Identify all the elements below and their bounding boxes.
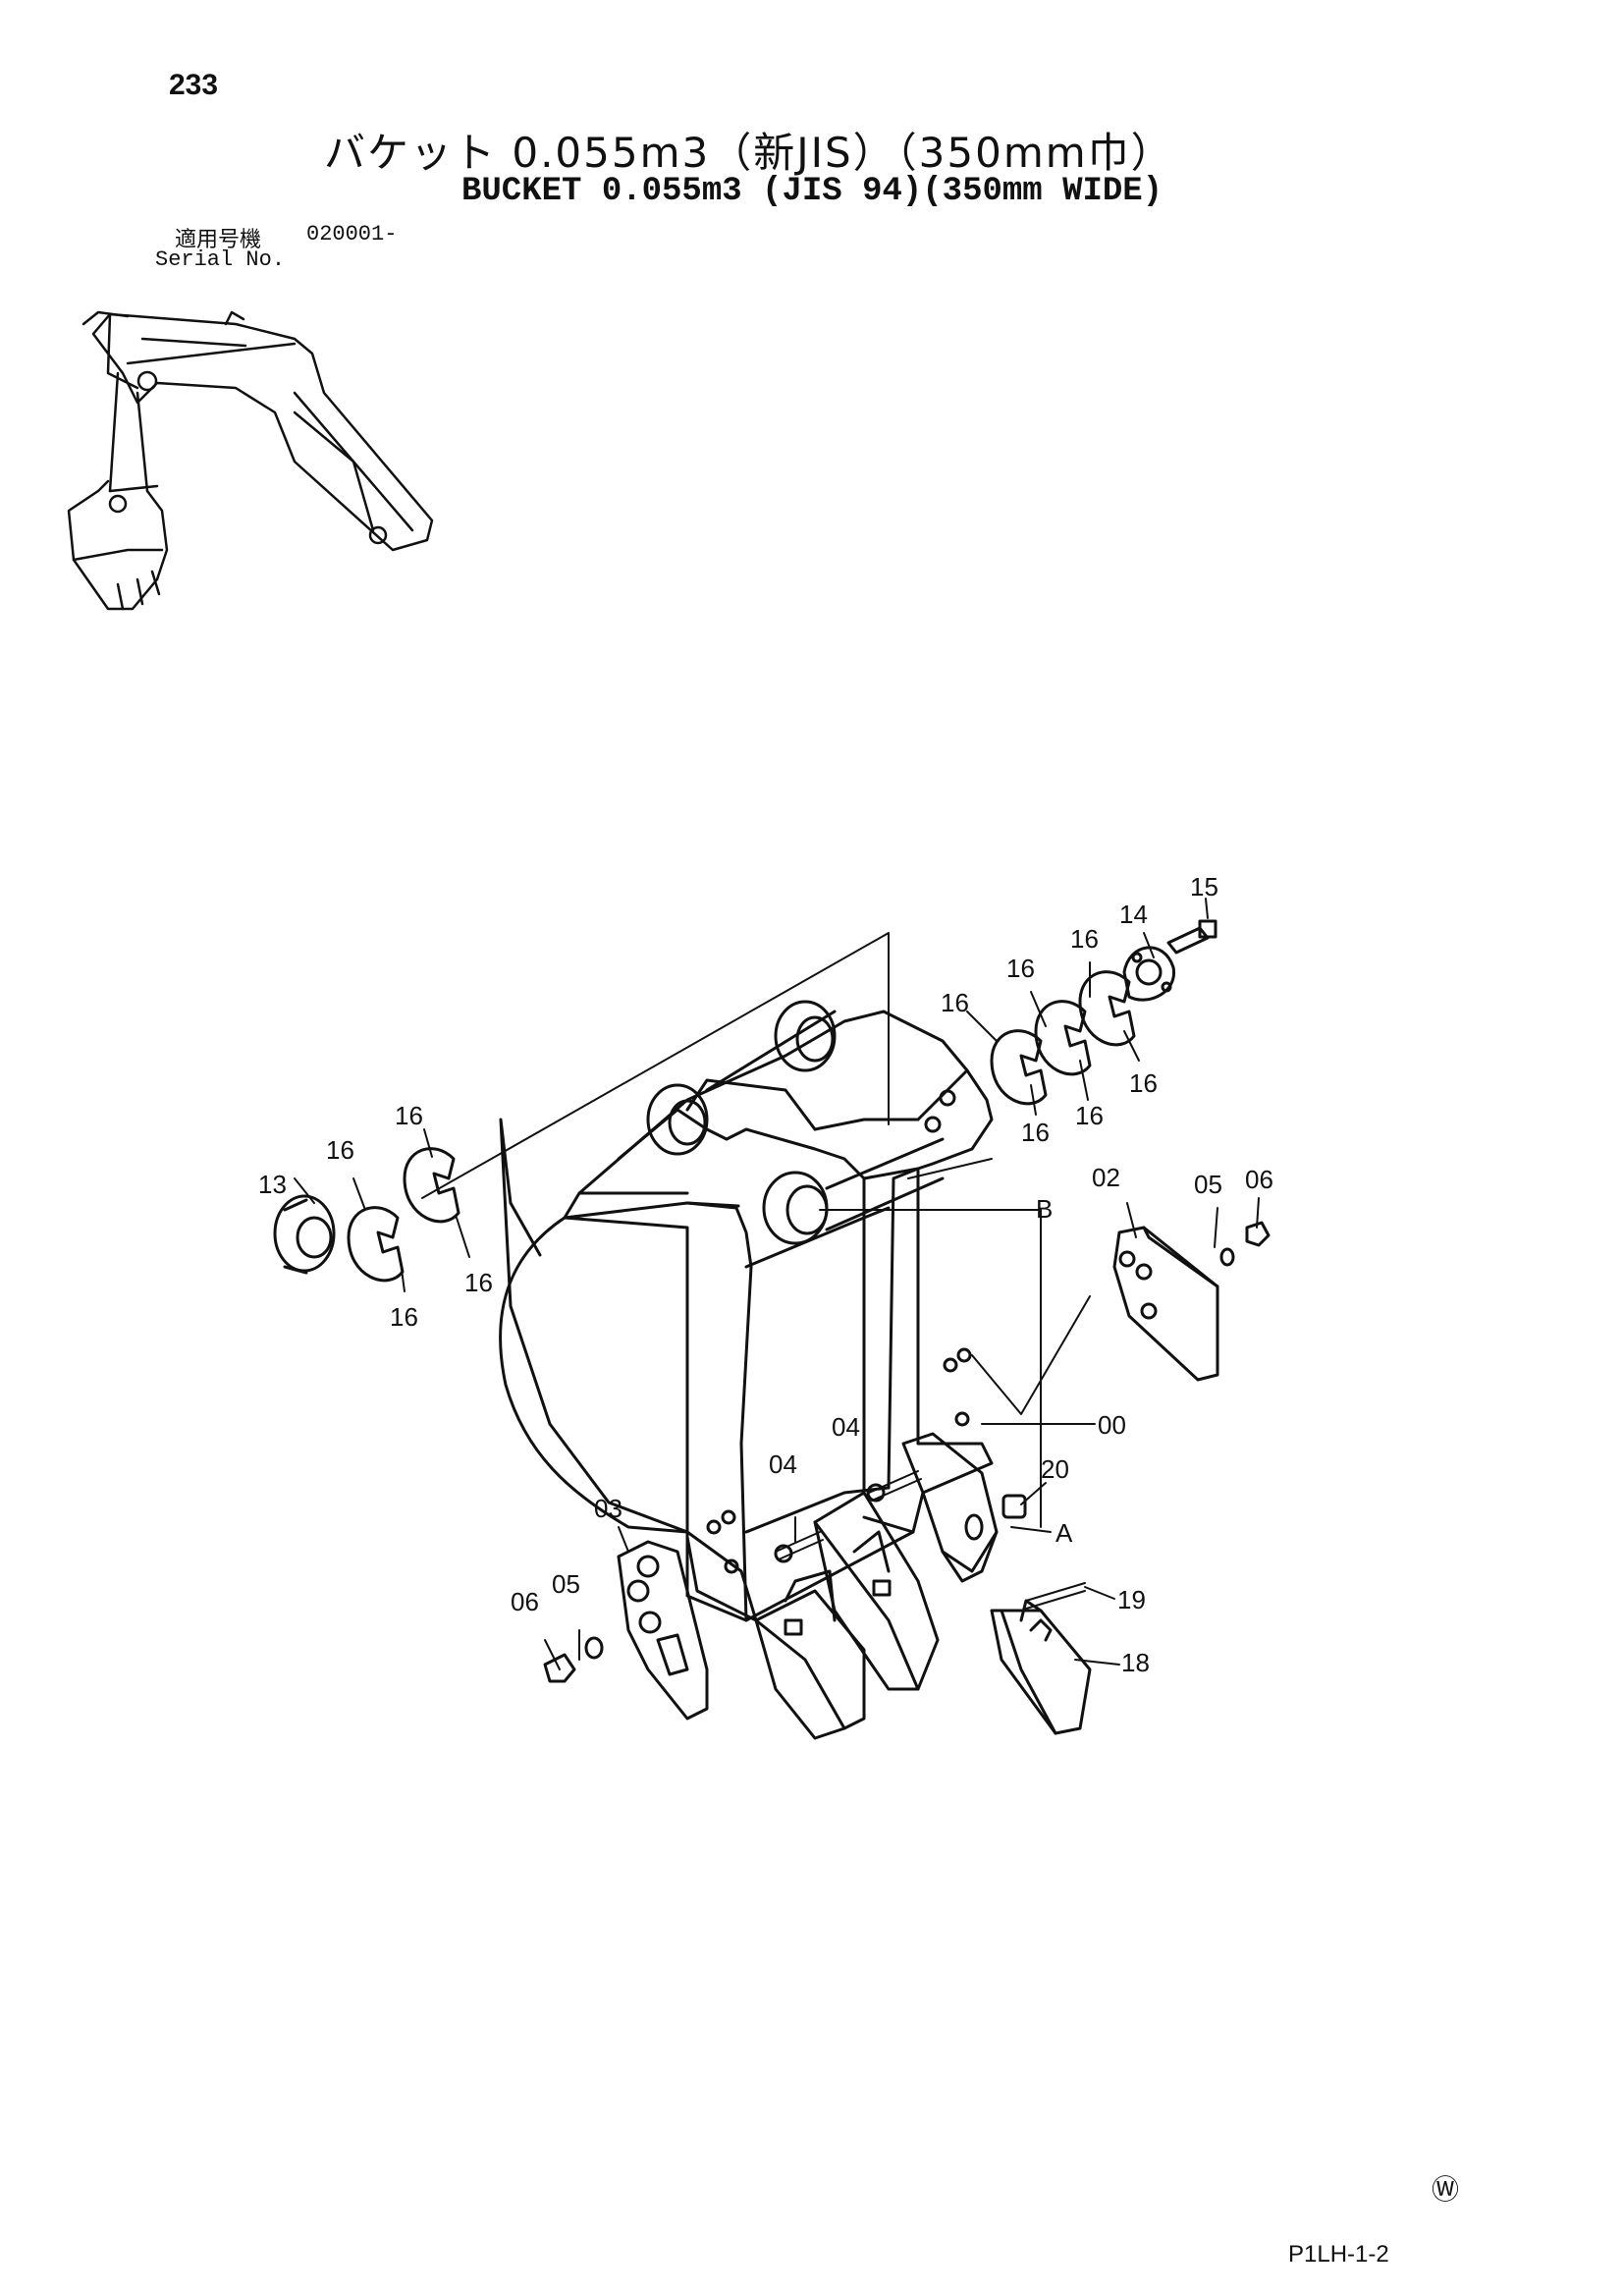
- callout-16-e: 16: [941, 988, 969, 1017]
- callout-16-f: 16: [1006, 954, 1035, 983]
- left-shim-stack: [273, 1147, 460, 1283]
- side-cutter-right: [1112, 1221, 1271, 1382]
- excavator-arm-thumbnail: [67, 310, 434, 611]
- callout-15: 15: [1190, 872, 1218, 902]
- callout-02: 02: [1092, 1163, 1120, 1192]
- callout-20: 20: [1041, 1454, 1069, 1484]
- callout-05-right: 05: [1194, 1170, 1222, 1199]
- callout-04-upper: 04: [832, 1412, 860, 1442]
- callout-06-left: 06: [511, 1587, 539, 1616]
- serial-label-english: Serial No.: [155, 247, 286, 272]
- serial-label-japanese: 適用号機: [175, 228, 262, 252]
- callout-04-lower: 04: [769, 1449, 797, 1479]
- callout-16-d: 16: [390, 1302, 418, 1332]
- callout-03: 03: [594, 1494, 622, 1523]
- reference-B: B: [1036, 1194, 1053, 1224]
- title-english: BUCKET 0.055m3 (JIS 94)(350mm WIDE): [461, 173, 1163, 210]
- callout-13: 13: [258, 1170, 287, 1199]
- callout-16-a: 16: [326, 1135, 354, 1165]
- side-cutter-left: [543, 1540, 709, 1721]
- callout-00: 00: [1098, 1410, 1126, 1440]
- callout-16-i: 16: [1075, 1101, 1104, 1130]
- callout-16-c: 16: [464, 1268, 493, 1297]
- callout-16-j: 16: [1129, 1068, 1158, 1098]
- callout-16-b: 16: [395, 1101, 423, 1130]
- callout-06-right: 06: [1245, 1165, 1273, 1194]
- watermark-symbol: Ⓦ: [1432, 2173, 1460, 2206]
- bucket-teeth: [754, 1432, 1092, 1740]
- serial-number-value: 020001-: [306, 222, 398, 246]
- callout-14: 14: [1119, 900, 1148, 929]
- callout-19: 19: [1117, 1585, 1146, 1614]
- leader-lines: [294, 898, 1260, 1670]
- page-number: 233: [169, 69, 219, 101]
- callout-16-h: 16: [1021, 1118, 1050, 1147]
- bucket-body: [421, 932, 994, 1622]
- callout-labels: 00 02 03 04 04 05 05 06 06 13 14 15 16 1…: [258, 872, 1273, 1677]
- callout-18: 18: [1121, 1648, 1150, 1677]
- bolts: [774, 1470, 922, 1563]
- title-japanese: バケット 0.055m3（新JIS）（350mm巾）: [324, 129, 1174, 177]
- callout-05-left: 05: [552, 1569, 580, 1599]
- document-code: P1LH-1-2: [1288, 2241, 1389, 2268]
- callout-16-g: 16: [1070, 924, 1099, 954]
- reference-A: A: [1055, 1518, 1073, 1548]
- right-shim-stack: [990, 919, 1217, 1106]
